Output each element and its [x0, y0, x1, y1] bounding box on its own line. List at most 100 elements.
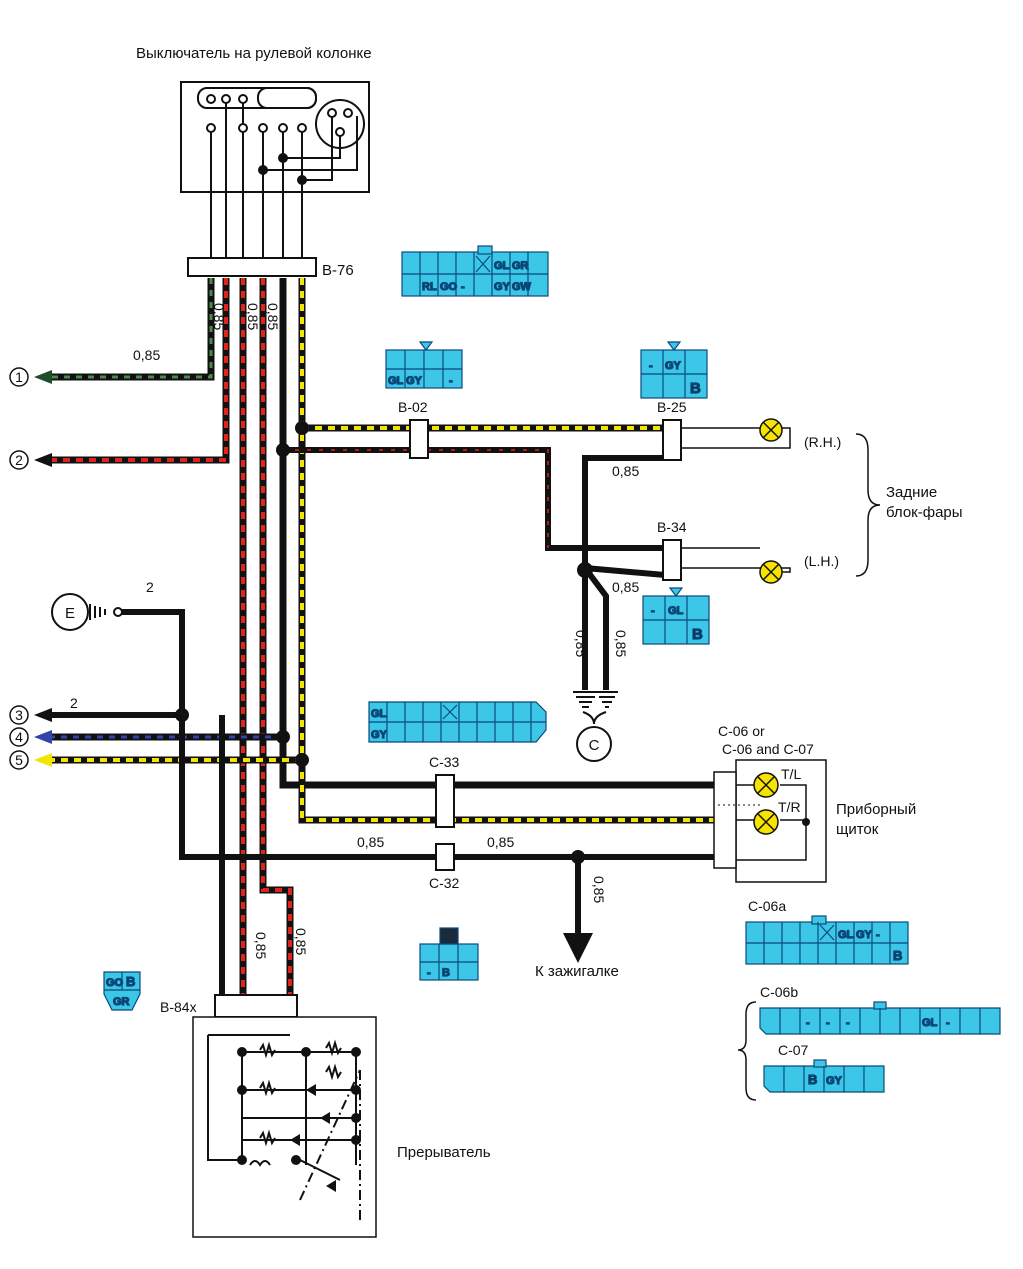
connector-label-c06a: C-06a	[748, 898, 786, 914]
indicator-tl-label: T/L	[781, 766, 801, 782]
connector-pin-label: -	[806, 1017, 810, 1029]
connector-label-c06-or: C-06 or	[718, 723, 765, 739]
connector-label-c07: C-07	[778, 1042, 809, 1058]
connector-pin-label: GL	[668, 605, 684, 617]
connector-pin-label: B	[692, 626, 703, 643]
rear-lamps-label-line2: блок-фары	[886, 504, 963, 521]
connector-pin-label: -	[449, 375, 453, 387]
indicator-tr-label: T/R	[778, 799, 801, 815]
ground-c-label: C	[589, 737, 600, 754]
connector-pin-label: GW	[512, 281, 532, 293]
connector-pin-label: GL	[838, 929, 854, 941]
dashboard: C-06 or C-06 and C-07 T/L T/R Приборный …	[713, 723, 916, 883]
connector-pin-label: -	[461, 281, 465, 293]
wire-size-label: 0,85	[253, 932, 269, 959]
wire-size-label: 0,85	[133, 347, 160, 363]
connector-face-c32	[419, 927, 479, 981]
connector-face-b34	[642, 587, 710, 645]
wire-size-label: 0,85	[591, 876, 607, 903]
connector-pin-label: B	[442, 967, 450, 979]
port-markers: 1 2 3 4 5	[9, 367, 52, 770]
steering-column-switch: Выключатель на рулевой колонке B-76	[136, 45, 372, 279]
connector-pin-label: -	[876, 929, 880, 941]
connector-face-c06b	[759, 1001, 1001, 1035]
wire-size-label: 0,85	[211, 303, 227, 330]
connector-pin-label: -	[651, 605, 655, 617]
connector-label-c06b: C-06b	[760, 984, 798, 1000]
connector-pin-label: GY	[826, 1075, 843, 1087]
port-1-number: 1	[15, 369, 23, 385]
wire-size-label: 0,85	[357, 834, 384, 850]
connector-pin-label: -	[427, 967, 431, 979]
port-5-number: 5	[15, 752, 23, 768]
connector-pin-label: GR	[512, 260, 529, 272]
connector-pin-label: -	[826, 1017, 830, 1029]
lamp-lh-label: (L.H.)	[804, 553, 839, 569]
breaker-label: Прерыватель	[397, 1144, 491, 1161]
connector-label-b25: B-25	[657, 399, 687, 415]
connector-face-c33	[368, 701, 547, 743]
connector-label-c32: C-32	[429, 875, 460, 891]
connector-face-c06a	[745, 915, 909, 965]
connector-label-b84x: B-84x	[160, 999, 197, 1015]
connector-label-b34: B-34	[657, 519, 687, 535]
connector-pin-label: -	[846, 1017, 850, 1029]
rear-lamps-label-line1: Задние	[886, 484, 937, 501]
connector-label-c06-and-c07: C-06 and C-07	[722, 741, 814, 757]
wire-size-label: 0,85	[265, 303, 281, 330]
port-4-number: 4	[15, 729, 23, 745]
connector-pin-label: GY	[371, 729, 388, 741]
connector-group-brace	[737, 1001, 757, 1101]
wire-size-labels: 0,85 0,85 0,85 0,85 0,85 2 2 0,85 0,85 0…	[70, 303, 639, 959]
inline-connectors: B-02 B-25 B-34 C-33 C-32	[398, 399, 687, 891]
wire-size-label: 2	[146, 579, 154, 595]
connector-pin-label: B	[126, 974, 135, 989]
connector-pin-label: B	[690, 380, 701, 397]
connector-faces: GL GR RL GO - GY GW GL GY - - GY B -	[103, 245, 1001, 1093]
connector-face-b02	[385, 341, 463, 389]
port-2-number: 2	[15, 452, 23, 468]
connector-pin-label: RL	[422, 281, 437, 293]
connector-pin-label: GL	[494, 260, 510, 272]
connector-pin-label: GO	[106, 977, 124, 989]
connector-face-c07	[763, 1059, 885, 1093]
dashboard-label-line1: Приборный	[836, 801, 916, 818]
lighter-label: К зажигалке	[535, 963, 619, 980]
indicator-tl-icon	[753, 772, 779, 798]
connector-face-b25	[640, 341, 708, 399]
wire-size-label: 0,85	[487, 834, 514, 850]
port-3-number: 3	[15, 707, 23, 723]
connector-pin-label: GO	[440, 281, 458, 293]
connector-pin-label: GL	[371, 708, 387, 720]
dashboard-label-line2: щиток	[836, 821, 879, 838]
rear-lamps: (R.H.) (L.H.) Задние блок-фары	[681, 418, 963, 584]
wire-size-label: 0,85	[613, 630, 629, 657]
connector-label-b02: B-02	[398, 399, 428, 415]
ground-symbols	[51, 593, 618, 762]
connector-pin-label: -	[946, 1017, 950, 1029]
connector-face-b84x	[103, 971, 141, 1011]
connector-pin-label: GL	[922, 1017, 938, 1029]
wire-size-label: 0,85	[573, 630, 589, 657]
connector-pin-label: B	[893, 948, 902, 963]
breaker-unit: B-84x Прерыватель	[160, 994, 491, 1238]
connector-pin-label: GR	[113, 996, 130, 1008]
switch-title: Выключатель на рулевой колонке	[136, 45, 372, 62]
connector-pin-label: GY	[406, 375, 423, 387]
connector-face-b76	[401, 245, 549, 297]
lamp-rh-icon	[759, 418, 783, 442]
connector-label-c33: C-33	[429, 754, 460, 770]
connector-pin-label: -	[649, 360, 653, 372]
connector-pin-label: GY	[856, 929, 873, 941]
connector-pin-label: GY	[665, 360, 682, 372]
indicator-tr-icon	[753, 809, 779, 835]
lamp-rh-label: (R.H.)	[804, 434, 841, 450]
wire-size-label: 0,85	[612, 579, 639, 595]
connector-pin-label: B	[808, 1072, 817, 1087]
connector-label-b76: B-76	[322, 262, 354, 279]
ground-e-label: E	[65, 605, 75, 622]
wire-size-label: 0,85	[612, 463, 639, 479]
lamp-lh-icon	[759, 560, 783, 584]
connector-pin-label: GY	[494, 281, 511, 293]
